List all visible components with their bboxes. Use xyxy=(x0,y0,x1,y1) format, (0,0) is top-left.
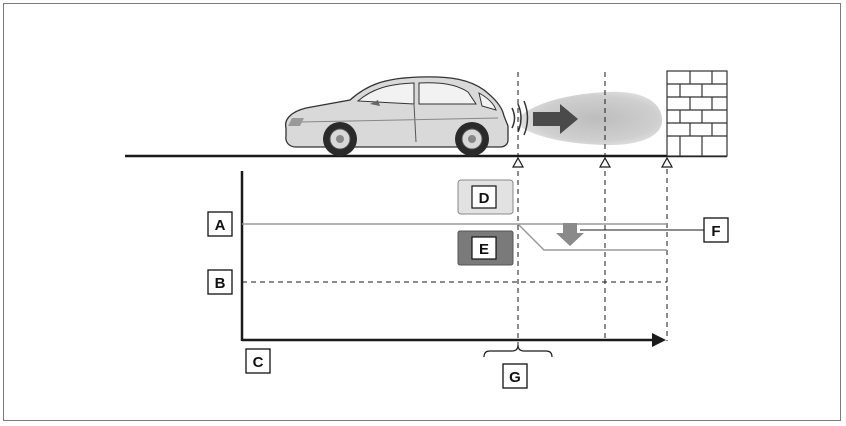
timing-markers xyxy=(511,156,674,168)
forward-arrow-icon xyxy=(533,104,578,134)
label-a-box: A xyxy=(207,211,233,237)
level-line-reduced xyxy=(517,223,667,251)
label-d: D xyxy=(479,190,490,207)
brick-wall-icon xyxy=(666,70,728,157)
graph-axes xyxy=(240,171,666,347)
label-g-brace xyxy=(483,344,553,358)
hatchback-car-icon xyxy=(284,76,509,156)
label-g: G xyxy=(509,369,521,386)
label-f: F xyxy=(711,223,720,240)
label-a: A xyxy=(215,217,226,234)
label-c: C xyxy=(253,354,264,371)
label-d-box: D xyxy=(457,179,514,215)
label-e: E xyxy=(479,241,489,258)
label-f-box: F xyxy=(703,217,729,243)
label-g-box: G xyxy=(502,363,528,389)
detection-cloud xyxy=(518,91,663,146)
label-b-box: B xyxy=(207,269,233,295)
label-b: B xyxy=(215,275,226,292)
label-c-box: C xyxy=(245,348,271,374)
down-arrow-icon xyxy=(556,223,584,246)
label-e-box: E xyxy=(457,230,514,266)
sensor-wave-icon xyxy=(511,100,529,136)
